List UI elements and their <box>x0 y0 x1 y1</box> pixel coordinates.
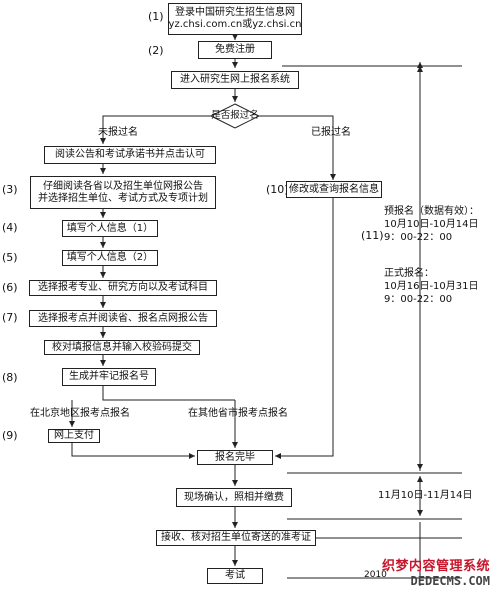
exam-box: 考试 <box>207 568 263 584</box>
step-3-number: (3) <box>2 183 18 196</box>
pre-registration-time: 9：00-22：00 <box>384 232 453 243</box>
step-1-line1: 登录中国研究生招生信息网 <box>175 7 295 18</box>
step-2-box: 免费注册 <box>198 41 272 59</box>
step-5-box: 填写个人信息（2） <box>62 250 158 266</box>
formal-registration-time: 9：00-22：00 <box>384 294 453 305</box>
branch-registered: 已报过名 <box>311 127 351 138</box>
formal-registration-title: 正式报名： <box>384 268 434 279</box>
pre-registration-title: 预报名（数据有效）： <box>384 206 479 217</box>
step-4-number: (4) <box>2 221 18 234</box>
check-submit-box: 校对填报信息并输入校验码提交 <box>44 340 200 355</box>
step-3-box: 仔细阅读各省以及招生单位网报公告 并选择招生单位、考试方式及专项计划 <box>30 176 216 209</box>
branch-not-registered: 未报过名 <box>98 127 138 138</box>
step-4-box: 填写个人信息（1） <box>62 220 158 237</box>
step-5-number: (5) <box>2 251 18 264</box>
branch-beijing-label: 在北京地区报考点报名 <box>30 408 130 419</box>
enter-system-box: 进入研究生网上报名系统 <box>171 71 299 89</box>
pre-registration-date: 10月10日-10月14日 <box>384 219 479 230</box>
step-10-box: 修改或查询报名信息 <box>286 181 382 198</box>
step-1-box: 登录中国研究生招生信息网 yz.chsi.com.cn或yz.chsi.cn <box>168 3 302 35</box>
step-9-box: 网上支付 <box>48 429 100 443</box>
watermark-line2: DEDECMS.COM <box>410 574 490 588</box>
step-2-number: (2) <box>148 44 164 57</box>
registration-done-box: 报名完毕 <box>197 450 273 465</box>
timeline-number: (11) <box>361 229 384 242</box>
confirm-period-label: 11月10日-11月14日 <box>378 490 473 501</box>
step-9-number: (9) <box>2 429 18 442</box>
step-1-number: (1) <box>148 10 164 23</box>
step-7-number: (7) <box>2 311 18 324</box>
read-announcement-box: 阅读公告和考试承诺书并点击认可 <box>44 146 216 164</box>
step-3-line2: 并选择招生单位、考试方式及专项计划 <box>38 192 208 204</box>
exam-year-label: 2010 <box>364 570 387 580</box>
step-3-line1: 仔细阅读各省以及招生单位网报公告 <box>43 180 203 192</box>
watermark: 织梦内容管理系统 DEDECMS.COM <box>382 555 490 588</box>
branch-other-label: 在其他省市报考点报名 <box>188 408 288 419</box>
decision-diamond <box>209 103 261 129</box>
formal-registration-date: 10月16日-10月31日 <box>384 281 479 292</box>
step-1-line2: yz.chsi.com.cn或yz.chsi.cn <box>168 19 302 30</box>
onsite-confirm-box: 现场确认，照相并缴费 <box>176 488 292 507</box>
step-6-number: (6) <box>2 281 18 294</box>
receive-admission-ticket-box: 接收、核对招生单位寄送的准考证 <box>156 530 316 546</box>
step-8-number: (8) <box>2 371 18 384</box>
decision-label: 是否报过名 <box>211 110 259 121</box>
step-6-box: 选择报考专业、研究方向以及考试科目 <box>29 280 217 296</box>
step-10-number: (10) <box>266 183 289 196</box>
step-8-box: 生成并牢记报名号 <box>62 368 156 386</box>
step-7-box: 选择报考点并阅读省、报名点网报公告 <box>29 310 217 327</box>
watermark-line1: 织梦内容管理系统 <box>381 559 490 574</box>
